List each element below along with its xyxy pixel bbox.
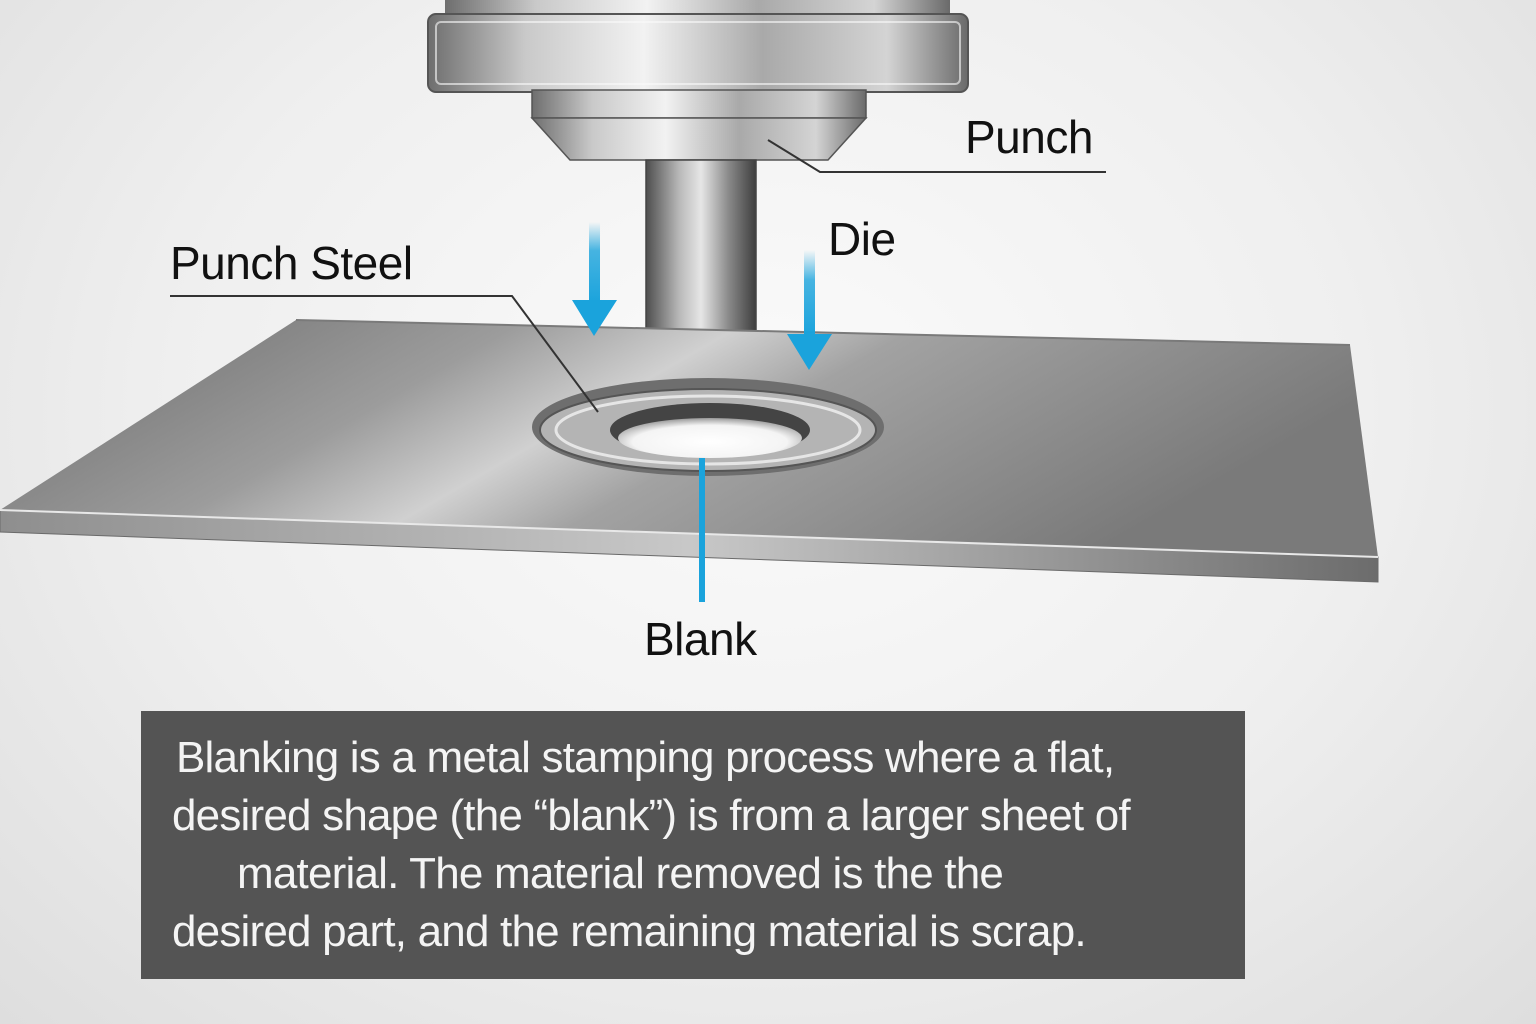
blank-label: Blank (644, 613, 757, 665)
force-arrow-left (572, 222, 617, 336)
caption-line: desired part, and the remaining material… (172, 907, 1087, 956)
caption-line: material. The material removed is the th… (237, 849, 1004, 898)
die-opening (532, 378, 884, 476)
leader-lines (170, 139, 1106, 413)
caption-line: Blanking is a metal stamping process whe… (176, 733, 1115, 782)
punch-steel-label: Punch Steel (170, 237, 413, 289)
blank-indicator-line (699, 458, 705, 602)
die-label: Die (828, 213, 896, 265)
press-head (427, 0, 969, 161)
punch-label: Punch (965, 111, 1093, 163)
punch-steel-leader-line (170, 295, 599, 413)
caption-line: desired shape (the “blank”) is from a la… (172, 791, 1131, 840)
punch-leader-line (767, 139, 1106, 173)
force-arrow-right (787, 250, 832, 370)
caption-box: Blanking is a metal stamping process whe… (141, 711, 1245, 979)
